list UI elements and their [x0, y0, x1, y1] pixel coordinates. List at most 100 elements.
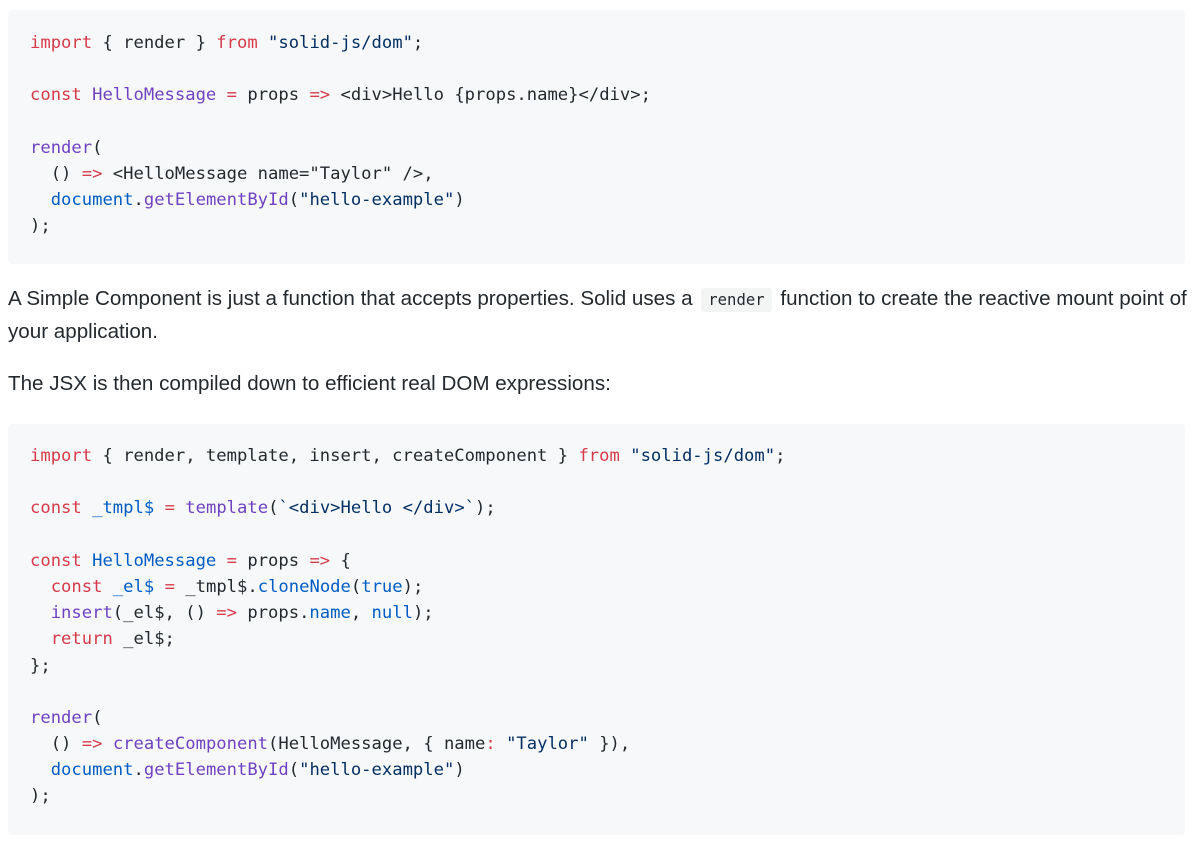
code-token: null — [371, 603, 413, 624]
code-token: getElementById — [143, 190, 289, 211]
code-token: _tmpl$. — [174, 576, 258, 597]
code-line: ); — [30, 213, 1185, 239]
code-token: "Taylor" — [506, 734, 589, 755]
code-token: import — [30, 446, 93, 466]
code-line: () => createComponent(HelloMessage, { na… — [30, 731, 1185, 757]
code-token: ( — [350, 576, 362, 597]
code-token: (HelloMessage, { name — [268, 734, 486, 755]
code-token: cloneNode — [257, 576, 351, 597]
code-token: : — [485, 734, 496, 755]
code-token: createComponent — [112, 734, 269, 755]
code-token: = — [226, 85, 238, 106]
code-token: render — [30, 137, 93, 158]
code-token: () — [30, 734, 82, 755]
code-token: = — [164, 498, 175, 519]
code-token: "solid-js/dom" — [630, 446, 776, 466]
code-token — [216, 551, 226, 571]
code-token: insert — [50, 603, 113, 624]
code-token: getElementById — [143, 760, 289, 781]
code-token: }), — [588, 734, 631, 755]
code-token: name — [309, 603, 351, 624]
code-token: from — [578, 446, 620, 466]
code-line: ); — [30, 783, 1185, 809]
code-line: const HelloMessage = props => <div>Hello… — [30, 82, 1185, 108]
paragraph-text-after: function to create the reactive mount po… — [8, 287, 1187, 343]
code-token: ); — [30, 786, 51, 807]
code-token: <HelloMessage name="Taylor" />, — [102, 163, 434, 184]
code-line: const _el$ = _tmpl$.cloneNode(true); — [30, 574, 1185, 600]
code-line: import { render, template, insert, creat… — [30, 443, 1185, 469]
code-line: render( — [30, 135, 1185, 161]
code-token: const — [50, 576, 103, 597]
code-token: `<div>Hello </div>` — [278, 498, 476, 519]
code-token: props. — [236, 603, 310, 624]
code-line: insert(_el$, () => props.name, null); — [30, 600, 1185, 626]
paragraph-simple-component: A Simple Component is just a function th… — [8, 283, 1188, 347]
code-token: const — [30, 550, 82, 571]
code-token: "solid-js/dom" — [268, 33, 413, 53]
code-token: ) — [454, 760, 465, 781]
code-line: ​ — [30, 522, 1185, 548]
code-token: => — [309, 550, 331, 571]
code-token: "hello-example" — [299, 190, 455, 211]
code-token: ; — [412, 33, 424, 53]
code-token: _el$; — [112, 629, 175, 650]
code-token: ); — [475, 498, 496, 519]
code-line: return _el$; — [30, 626, 1185, 652]
code-block-render-example: import { render } from "solid-js/dom";​c… — [8, 10, 1185, 264]
code-line: () => <HelloMessage name="Taylor" />, — [30, 161, 1185, 187]
code-token: . — [133, 760, 144, 781]
code-token: ( — [288, 190, 300, 211]
code-token — [620, 446, 630, 466]
code-token — [175, 498, 185, 518]
code-token: () — [30, 163, 82, 184]
code-line: document.getElementById("hello-example") — [30, 187, 1185, 213]
code-token — [30, 577, 51, 597]
code-token: ; — [775, 446, 786, 466]
code-token: HelloMessage — [92, 85, 217, 106]
code-token: ( — [92, 137, 103, 158]
code-line: import { render } from "solid-js/dom"; — [30, 30, 1185, 56]
code-token — [216, 85, 226, 105]
code-token — [30, 760, 51, 780]
code-token: => — [309, 85, 331, 106]
code-token: _el$ — [112, 576, 155, 597]
code-token: ); — [30, 216, 51, 237]
code-line: const _tmpl$ = template(`<div>Hello </di… — [30, 495, 1185, 521]
code-token: "hello-example" — [299, 760, 455, 781]
code-block-compiled-output: import { render, template, insert, creat… — [8, 424, 1185, 835]
code-token: props — [237, 85, 310, 106]
code-line: ​ — [30, 56, 1185, 82]
code-token: { render } — [92, 33, 217, 53]
code-token: import — [30, 33, 93, 53]
code-token: => — [81, 734, 103, 755]
code-token: { — [330, 550, 351, 571]
code-token: render — [30, 707, 93, 728]
code-token: document — [50, 760, 134, 781]
paragraph-text-before: A Simple Component is just a function th… — [8, 287, 693, 310]
code-token: , — [350, 603, 372, 624]
code-token — [154, 577, 164, 597]
code-token: ); — [412, 603, 434, 624]
code-line: render( — [30, 705, 1185, 731]
code-token: template — [185, 498, 269, 519]
code-token — [258, 33, 268, 53]
code-token: ( — [92, 707, 103, 728]
code-token: <div>Hello {props.name}</div>; — [330, 85, 651, 106]
code-token: true — [361, 576, 403, 597]
code-token: _tmpl$ — [92, 498, 155, 519]
code-token: }; — [30, 655, 51, 676]
code-token: HelloMessage — [92, 550, 217, 571]
code-token — [30, 603, 51, 623]
code-token: { render, template, insert, createCompon… — [92, 446, 579, 466]
code-token — [102, 577, 112, 597]
code-token — [82, 498, 92, 518]
code-line: ​ — [30, 109, 1185, 135]
code-token: . — [133, 190, 144, 211]
code-token — [102, 734, 112, 754]
paragraph-jsx-compiled: The JSX is then compiled down to efficie… — [8, 372, 611, 395]
code-token: props — [237, 550, 310, 571]
inline-code-render: render — [701, 288, 772, 312]
code-token: ) — [454, 190, 465, 211]
code-token: = — [164, 576, 175, 597]
